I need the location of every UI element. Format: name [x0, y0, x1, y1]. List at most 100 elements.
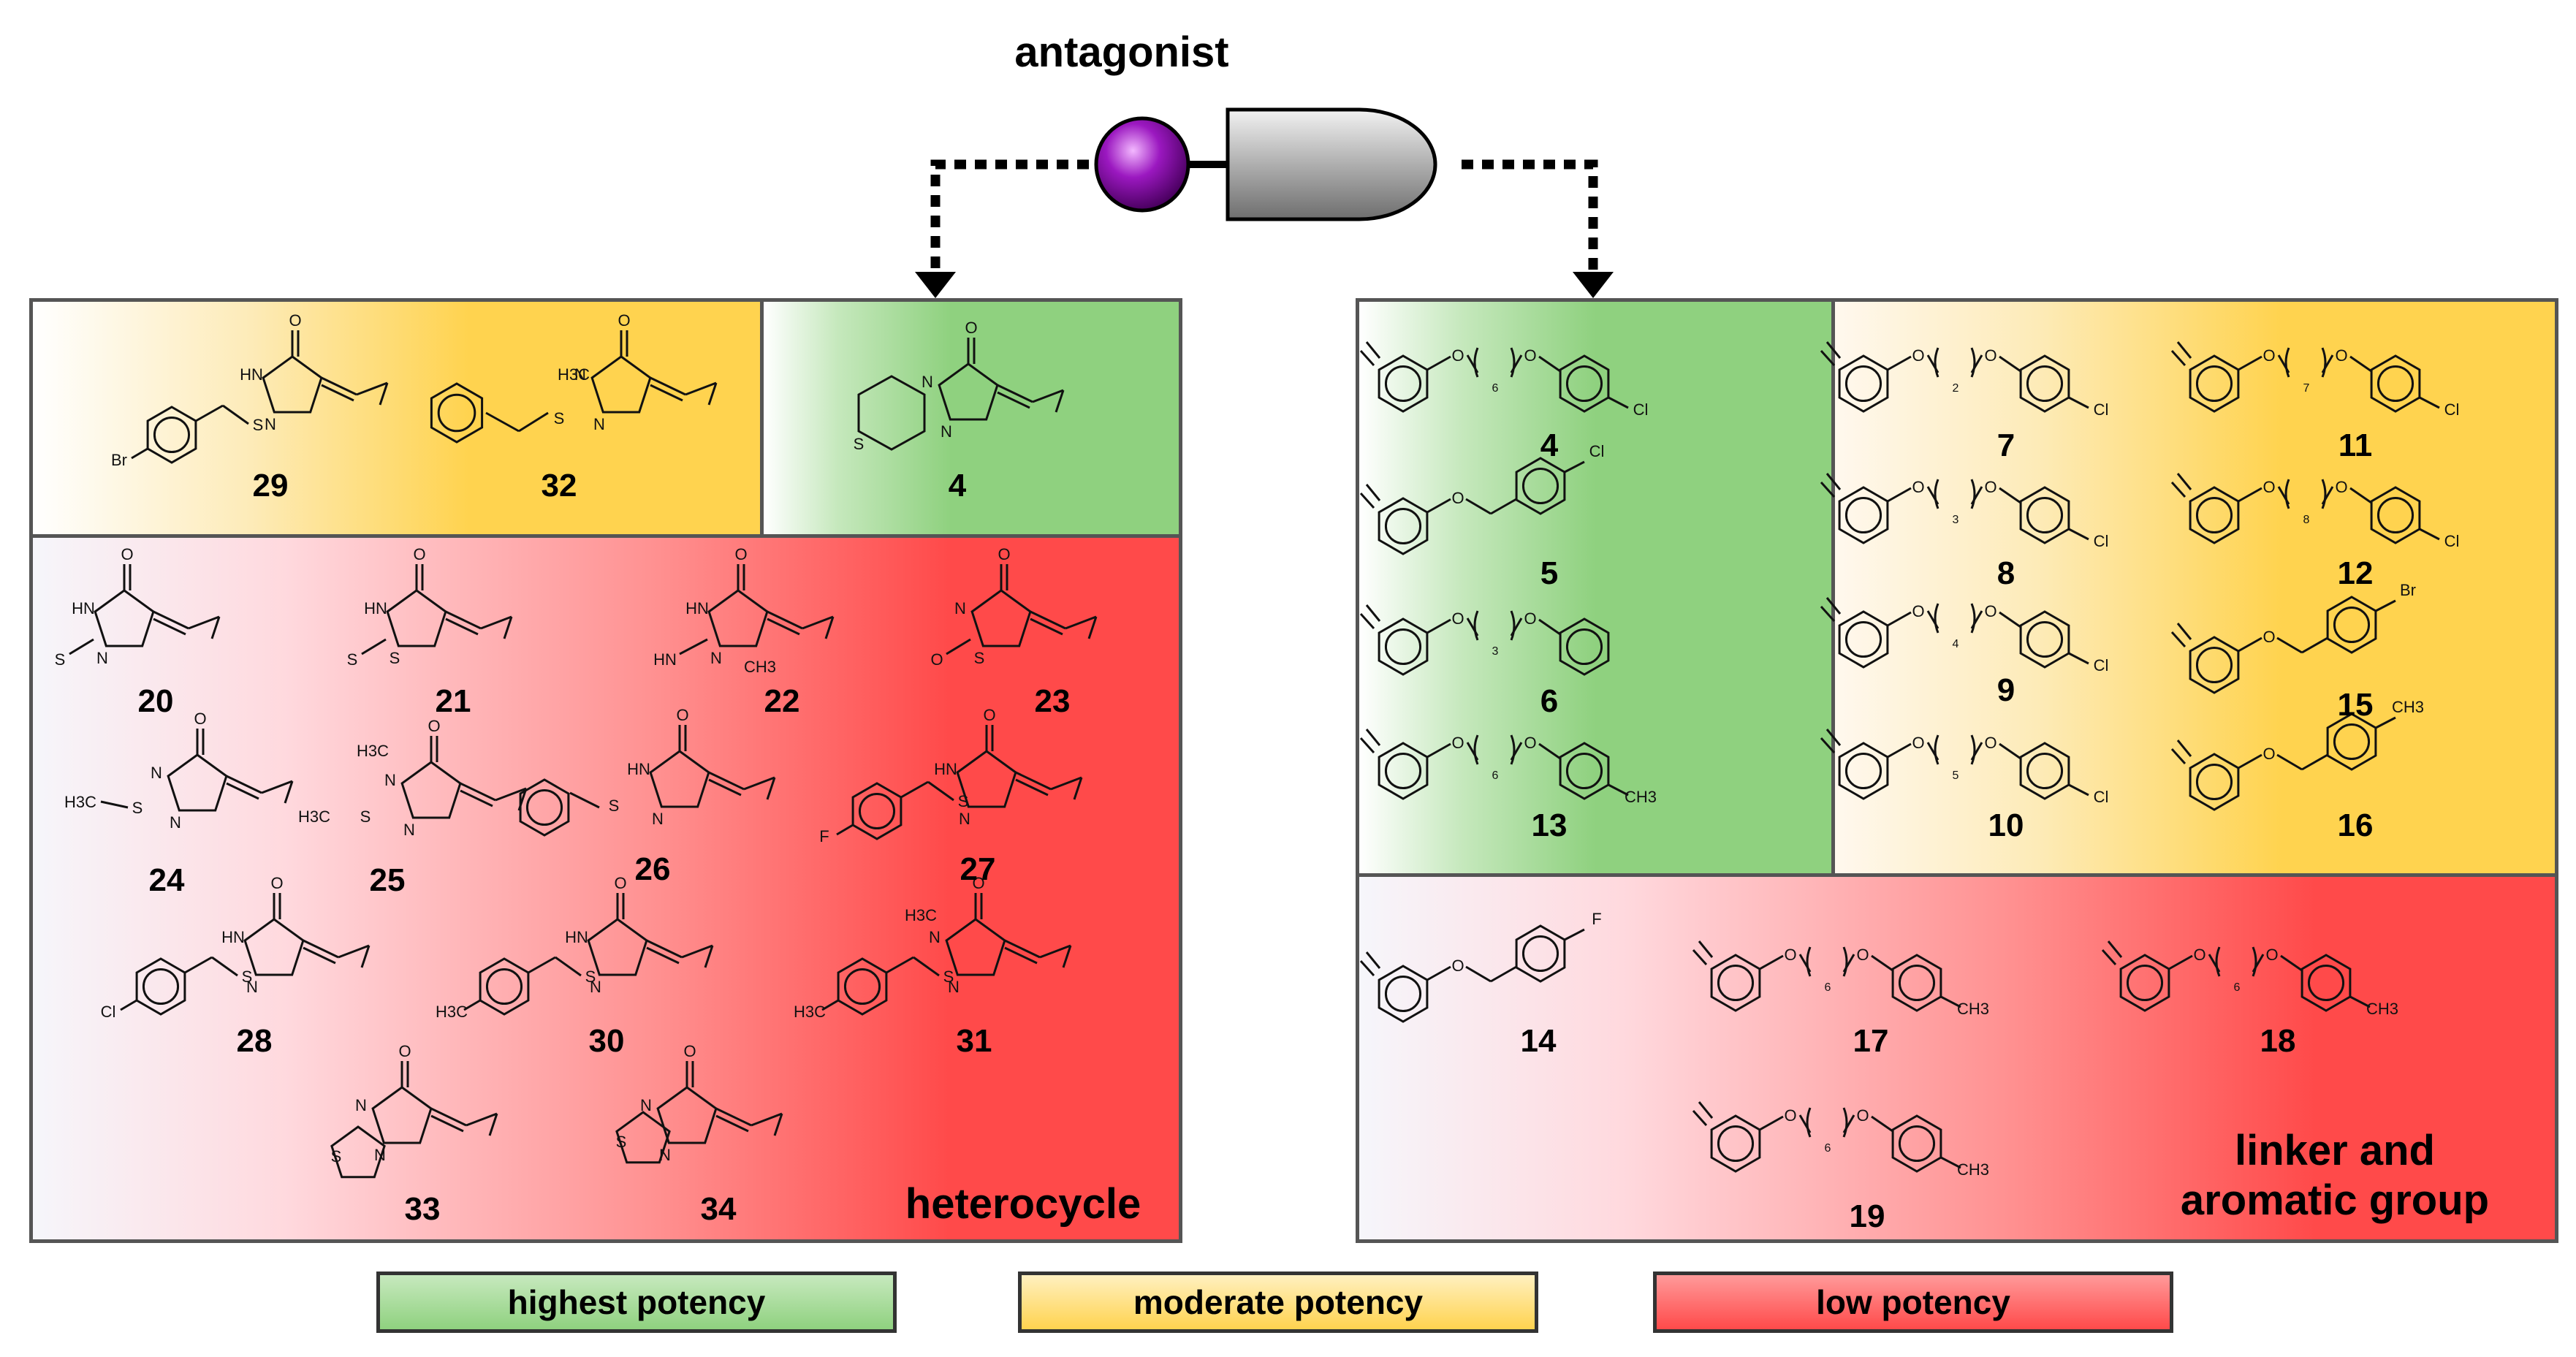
atom-label: HN	[565, 928, 588, 946]
linker-label-line1: linker and	[2235, 1127, 2435, 1174]
linker-moderate-panel	[1831, 298, 2558, 877]
linker-count: 8	[2303, 514, 2310, 526]
atom-label: H3C	[64, 793, 96, 811]
compound-24-label: 24	[148, 862, 185, 898]
atom-label: O	[1524, 346, 1536, 365]
linker-count: 4	[1953, 638, 1959, 650]
atom-label: HN	[934, 760, 957, 778]
compound-32-label: 32	[541, 468, 577, 503]
legend-moderate-potency: moderate potency	[1018, 1272, 1538, 1333]
atom-label: Cl	[2094, 656, 2109, 674]
atom-label: O	[1524, 609, 1536, 628]
atom-label: CH3	[744, 658, 776, 676]
atom-label: O	[2262, 478, 2275, 496]
atom-label: N	[151, 764, 162, 782]
atom-label: N	[96, 649, 108, 667]
linker-count: 3	[1492, 645, 1499, 658]
atom-label: O	[1912, 478, 1924, 496]
compound-20-label: 20	[137, 683, 174, 719]
atom-label: HN	[221, 928, 245, 946]
antagonist-symbol	[915, 107, 1614, 298]
atom-label: O	[398, 1042, 411, 1060]
diagram-title: antagonist	[1014, 28, 1229, 76]
atom-label: O	[618, 311, 630, 330]
compound-27-label: 27	[960, 851, 996, 887]
linker-count: 6	[1825, 1142, 1831, 1155]
atom-label: H3C	[794, 1003, 826, 1021]
legend-highest-potency: highest potency	[376, 1272, 897, 1333]
legend-low-potency: low potency	[1653, 1272, 2173, 1333]
atom-label: O	[734, 545, 747, 563]
atom-label: N	[929, 928, 941, 946]
atom-label: O	[1912, 602, 1924, 620]
linker-count: 5	[1953, 769, 1959, 782]
atom-label: HN	[240, 365, 263, 384]
atom-label: Cl	[1633, 400, 1649, 419]
compound-7-label: 7	[1996, 427, 2015, 463]
heterocycle-low-panel	[29, 534, 1182, 1243]
atom-label: Cl	[2094, 532, 2109, 550]
atom-label: S	[585, 968, 596, 986]
atom-label: O	[121, 545, 133, 563]
atom-label: N	[574, 365, 586, 384]
atom-label: N	[170, 813, 181, 832]
compound-15-label: 15	[2337, 687, 2374, 723]
structure-14: OF	[1359, 910, 1602, 1023]
atom-label: HN	[364, 599, 387, 617]
linker-count: 3	[1953, 514, 1959, 526]
atom-label: Br	[2400, 581, 2416, 599]
compound-13-label: 13	[1531, 807, 1568, 843]
atom-label: S	[242, 968, 253, 986]
compound-14-label: 14	[1520, 1023, 1557, 1059]
atom-label: N	[590, 978, 601, 996]
atom-label: O	[1856, 1106, 1869, 1125]
atom-label: HN	[627, 760, 650, 778]
atom-label: N	[403, 821, 415, 839]
atom-label: O	[2262, 346, 2275, 365]
compound-34-label: 34	[700, 1191, 737, 1227]
compound-4-lnk-label: 4	[1540, 427, 1559, 463]
atom-label: O	[965, 319, 977, 337]
atom-label: S	[331, 1147, 342, 1166]
atom-label: O	[1856, 946, 1869, 964]
compound-10-label: 10	[1988, 807, 2024, 843]
atom-label: Cl	[1589, 442, 1605, 460]
compound-28-label: 28	[236, 1023, 273, 1059]
atom-label: CH3	[1957, 1000, 1989, 1018]
linker-count: 6	[1492, 382, 1499, 395]
atom-label: O	[428, 717, 440, 735]
compound-11-label: 11	[2338, 427, 2373, 463]
structure-5: O Cl	[1359, 442, 1605, 555]
atom-label: H3C	[905, 906, 937, 924]
atom-label: O	[289, 311, 301, 330]
atom-label: Cl	[101, 1003, 116, 1021]
compound-16-label: 16	[2337, 807, 2374, 843]
atom-label: S	[554, 409, 565, 427]
atom-label: O	[1524, 734, 1536, 752]
atom-label: O	[2262, 745, 2275, 763]
atom-label: N	[593, 415, 605, 433]
atom-label: O	[1451, 489, 1464, 507]
compound-4-het-label: 4	[948, 468, 967, 503]
atom-label: O	[683, 1042, 696, 1060]
atom-label: S	[253, 416, 264, 434]
atom-label: O	[1451, 734, 1464, 752]
compound-18-label: 18	[2260, 1023, 2296, 1059]
atom-label: N	[384, 771, 396, 789]
